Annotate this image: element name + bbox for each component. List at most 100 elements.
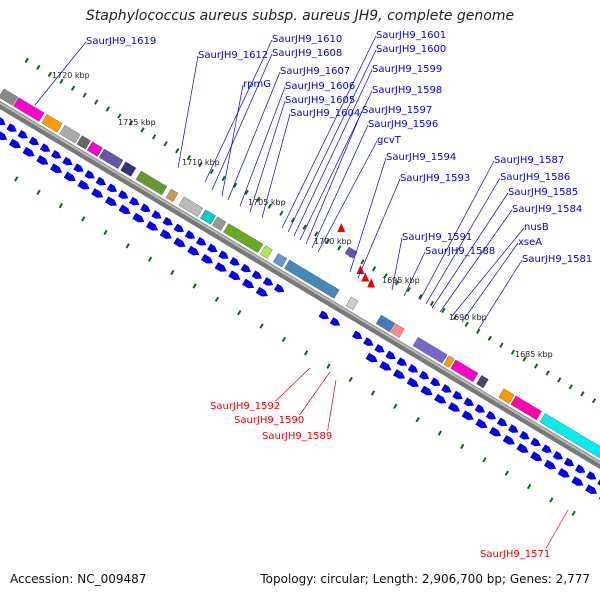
forward-arrow xyxy=(475,418,488,429)
forward-arrow xyxy=(571,476,584,486)
map-title: Staphylococcus aureus subsp. aureus JH9,… xyxy=(85,8,515,24)
gene-label: SaurJH9_1604 xyxy=(290,108,360,119)
backbone-highlight xyxy=(0,101,600,465)
label-leader xyxy=(431,192,509,309)
forward-arrow xyxy=(200,253,214,264)
reverse-arrow xyxy=(356,264,365,274)
forward-arrow xyxy=(251,270,263,279)
gc-dot xyxy=(415,417,420,423)
reverse-arrow xyxy=(367,278,376,288)
gc-dot xyxy=(214,296,220,302)
gc-dot xyxy=(482,457,487,463)
gene-block xyxy=(98,148,124,170)
forward-arrow xyxy=(365,352,378,363)
gene-block xyxy=(390,323,405,338)
forward-arrow xyxy=(352,330,363,340)
ring-dot xyxy=(314,231,319,237)
label-leader xyxy=(293,69,373,237)
gene-block xyxy=(498,388,515,404)
ring-dot xyxy=(256,196,261,202)
gene-label: SaurJH9_1606 xyxy=(285,81,355,92)
forward-arrow xyxy=(106,183,118,193)
gene-label: SaurJH9_1610 xyxy=(272,34,342,45)
forward-arrow xyxy=(447,402,460,412)
gene-label: SaurJH9_1619 xyxy=(86,36,156,47)
gene-label: SaurJH9_1591 xyxy=(402,232,472,243)
ring-dot xyxy=(140,127,145,133)
gene-label: SaurJH9_1571 xyxy=(480,549,550,560)
gene-label: SaurJH9_1600 xyxy=(376,44,446,55)
gene-label: SaurJH9_1594 xyxy=(386,152,456,163)
label-leader xyxy=(177,55,199,169)
forward-arrow xyxy=(374,343,385,353)
gc-dot xyxy=(460,443,465,450)
gene-label: SaurJH9_1601 xyxy=(376,30,446,41)
forward-arrow xyxy=(0,131,8,141)
forward-arrow xyxy=(187,245,200,256)
tick-label: 1705 kbp xyxy=(248,198,286,207)
forward-arrow xyxy=(406,377,419,388)
gc-dot xyxy=(14,176,19,182)
forward-arrow xyxy=(228,270,241,281)
ring-dot xyxy=(499,342,504,348)
gene-block xyxy=(59,124,81,144)
label-leader xyxy=(34,41,87,106)
forward-arrow xyxy=(516,443,529,453)
forward-arrow xyxy=(242,278,255,289)
gene-label: SaurJH9_1612 xyxy=(198,50,268,61)
forward-arrow xyxy=(91,188,104,198)
gc-dot xyxy=(571,510,576,516)
gene-block xyxy=(13,97,45,122)
gene-label: SaurJH9_1590 xyxy=(234,415,304,426)
gene-label: SaurJH9_1585 xyxy=(508,187,578,198)
ring-dot xyxy=(464,321,469,328)
forward-arrow xyxy=(379,360,392,371)
forward-arrow xyxy=(262,277,274,286)
ring-dot xyxy=(163,141,168,147)
forward-arrow xyxy=(84,170,95,179)
forward-arrow xyxy=(541,444,552,453)
tick-label: 1710 kbp xyxy=(182,158,220,167)
ring-dot xyxy=(175,148,180,154)
gc-dot xyxy=(259,323,264,329)
gene-block xyxy=(0,88,18,106)
ring-dot xyxy=(441,307,446,314)
tick-label: 1690 kbp xyxy=(449,313,487,322)
forward-arrow xyxy=(461,410,474,420)
ring-dot xyxy=(580,391,585,397)
gc-dot xyxy=(81,216,86,222)
gc-dot xyxy=(348,376,353,383)
gc-dot xyxy=(147,256,153,262)
forward-arrow xyxy=(329,317,341,326)
label-leader xyxy=(239,86,286,207)
forward-arrow xyxy=(8,138,21,149)
forward-arrow xyxy=(6,123,17,132)
forward-arrow xyxy=(159,229,172,239)
label-leader xyxy=(439,209,513,313)
tick-label: 1700 kbp xyxy=(314,237,352,246)
forward-arrow xyxy=(117,190,129,199)
gene-block xyxy=(76,135,91,150)
gene-label: SaurJH9_1586 xyxy=(500,172,570,183)
gene-block xyxy=(412,336,448,364)
ring-dot xyxy=(302,224,307,230)
ring-dot xyxy=(452,314,458,321)
gene-label: SaurJH9_1599 xyxy=(372,64,442,75)
gc-dot xyxy=(281,336,286,343)
ring-dot xyxy=(186,154,191,161)
forward-arrow xyxy=(118,204,131,215)
forward-arrow xyxy=(129,196,140,206)
forward-arrow xyxy=(463,397,474,407)
label-leader xyxy=(227,71,281,201)
forward-arrow xyxy=(418,370,430,380)
ring-dot xyxy=(279,210,284,216)
tick-label: 1715 kbp xyxy=(118,118,156,127)
forward-arrow xyxy=(392,369,406,379)
ring-dot xyxy=(533,363,539,369)
feature-layer xyxy=(0,88,600,500)
gc-dot xyxy=(370,390,376,396)
gene-label: rpmG xyxy=(243,79,271,90)
gene-block xyxy=(284,259,340,299)
ring-dot xyxy=(117,113,122,119)
